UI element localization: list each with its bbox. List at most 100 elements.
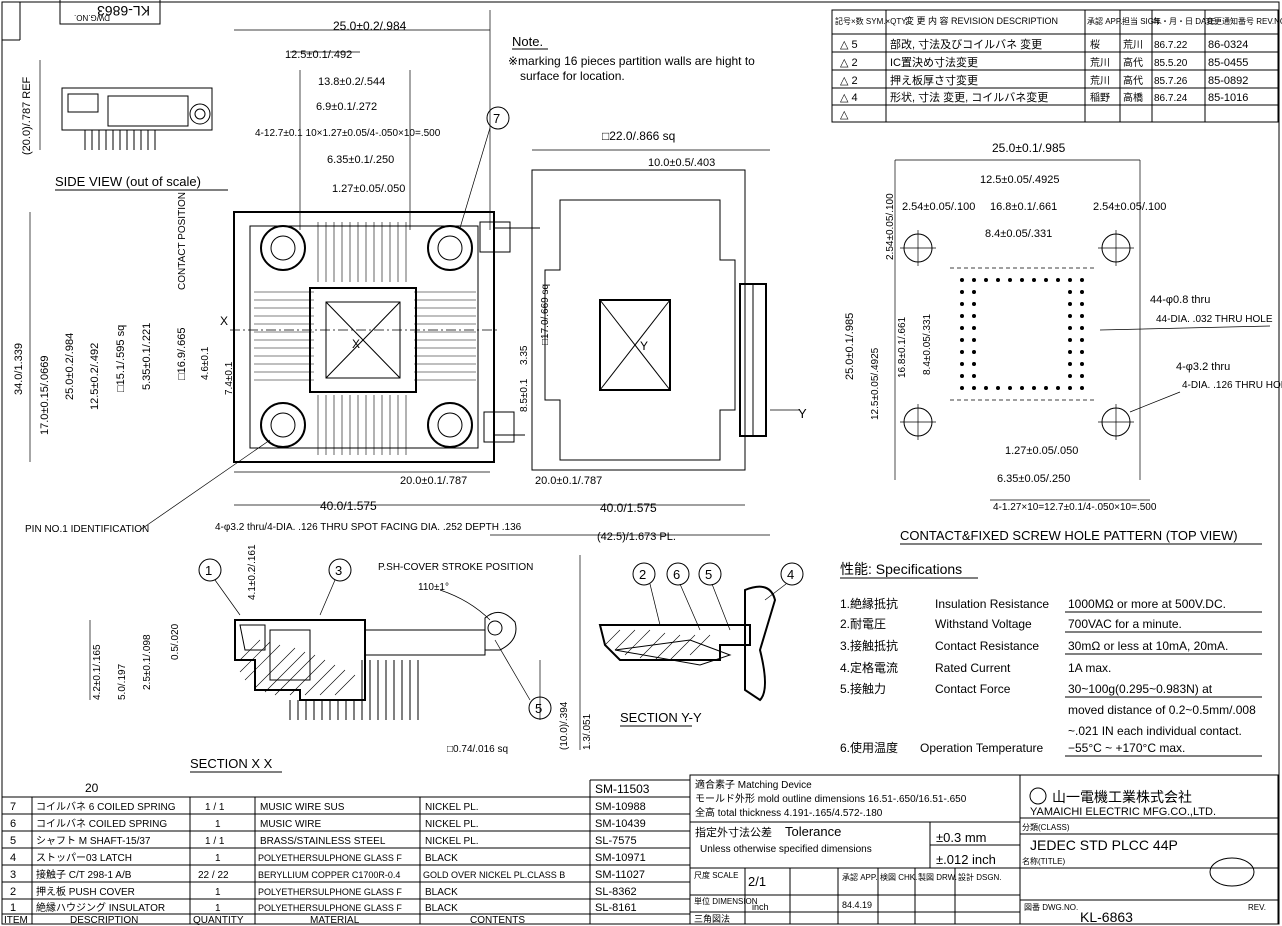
tb-dwgno: KL-6863 bbox=[1080, 909, 1133, 925]
tb-date: 84.4.19 bbox=[842, 900, 872, 910]
callout-7: 7 bbox=[459, 106, 510, 229]
tb-title-label: 名称(TITLE) bbox=[1022, 856, 1065, 866]
pat-d18: 4-1.27×10=12.7±0.1/4-.050×10=.500 bbox=[993, 502, 1157, 513]
dim-d2: 12.5±0.1/.492 bbox=[285, 49, 352, 61]
bom-mat: MUSIC WIRE bbox=[260, 819, 321, 830]
spec-val: moved distance of 0.2~0.5mm/.008 bbox=[1068, 703, 1256, 717]
tb-chk: 検図 CHK. bbox=[880, 872, 917, 882]
tb-company-jp: 山一電機工業株式会社 bbox=[1052, 789, 1192, 805]
bom-fin: NICKEL PL. bbox=[425, 819, 479, 830]
spec-en: Withstand Voltage bbox=[935, 617, 1032, 631]
pat-d10: 4-DIA. .126 THRU HOLE bbox=[1182, 380, 1282, 391]
pat-d1: 25.0±0.1/.985 bbox=[992, 141, 1066, 155]
tb-tol: Tolerance bbox=[785, 824, 841, 839]
rev-app: 桜 bbox=[1090, 38, 1100, 51]
bom-mat: MUSIC WIRE SUS bbox=[260, 802, 345, 813]
inspection-stamp bbox=[1209, 857, 1255, 887]
tb-tol-mm: ±0.3 mm bbox=[936, 830, 986, 845]
dim-d7: 1.27±0.05/.050 bbox=[332, 183, 405, 195]
bom-desc: 接触子 C/T 298-1 A/B bbox=[36, 868, 132, 881]
bom-no: 4 bbox=[10, 852, 16, 864]
dim-d6: 6.35±0.1/.250 bbox=[327, 154, 394, 166]
tb-app: 承認 APP. bbox=[842, 872, 877, 882]
sec-h1: 4.1±0.2/.161 bbox=[247, 544, 258, 600]
dim-d4: 6.9±0.1/.272 bbox=[316, 101, 377, 113]
bom-no: 3 bbox=[10, 869, 16, 881]
dim-d16: □16.9/.665 bbox=[176, 327, 188, 380]
dim-d10: 34.0/1.339 bbox=[13, 343, 25, 395]
spec-val: 1000MΩ or more at 500V.DC. bbox=[1068, 597, 1226, 611]
bom-table: 20 SM-11503 7 コイルバネ 6 COILED SPRING 1 / … bbox=[1, 779, 691, 926]
section-xx-title: SECTION X X bbox=[190, 756, 273, 771]
rev-sym: △ bbox=[840, 109, 849, 121]
bom-qty: 1 / 1 bbox=[205, 836, 225, 847]
spec-val: 1A max. bbox=[1068, 661, 1111, 675]
tb-unit: inch bbox=[752, 902, 769, 912]
dim-d3: 13.8±0.2/.544 bbox=[318, 76, 385, 88]
bom-part: SM-11027 bbox=[595, 869, 645, 881]
bom-part: SL-8362 bbox=[595, 886, 637, 898]
dim-d20: 8.5±0.1 bbox=[519, 378, 530, 412]
bom-no: 5 bbox=[10, 835, 16, 847]
bom-fin: GOLD OVER NICKEL PL.CLASS B bbox=[423, 870, 565, 880]
spec-val: 30mΩ or less at 10mA, 20mA. bbox=[1068, 639, 1228, 653]
spec-jp: 1.絶縁抵抗 bbox=[840, 596, 898, 611]
bom-fin: BLACK bbox=[425, 853, 458, 864]
dim-contact-position: CONTACT POSITION bbox=[177, 192, 188, 290]
pat-d11: 25.0±0.1/.985 bbox=[844, 313, 856, 380]
bom-no: 6 bbox=[10, 818, 16, 830]
bom-extra-part: SM-11503 bbox=[595, 782, 650, 796]
pat-d13: 16.8±0.1/.661 bbox=[897, 316, 908, 378]
center-x-label: X bbox=[352, 337, 360, 351]
callout-7-label: 7 bbox=[493, 111, 500, 126]
dim-d17: 4.6±0.1 bbox=[200, 346, 211, 380]
title-block: 適合素子 Matching Device モールド外形 mold outline… bbox=[689, 774, 1279, 925]
dim-d13: 12.5±0.2/.492 bbox=[89, 343, 101, 410]
sec-h2: 4.2±0.1/.165 bbox=[92, 644, 103, 700]
bom-desc: ストッパー03 LATCH bbox=[36, 852, 132, 864]
bom-desc: コイルバネ 6 COILED SPRING bbox=[36, 801, 176, 813]
note-line-2: surface for location. bbox=[520, 69, 625, 83]
spec-val: ~.021 IN each individual contact. bbox=[1068, 724, 1242, 738]
side-view: (20.0)/.787 REF SIDE VIEW (out of scale) bbox=[21, 60, 228, 191]
callout-6-label: 6 bbox=[673, 567, 680, 582]
bom-fin: NICKEL PL. bbox=[425, 802, 479, 813]
spec-en: Operation Temperature bbox=[920, 741, 1044, 755]
section-mark-x: X bbox=[220, 314, 228, 328]
specifications: 性能: Specifications 1.絶縁抵抗 Insulation Res… bbox=[840, 561, 1262, 757]
rev-h-sym: 記号×数 SYM.×QTY. bbox=[835, 16, 908, 26]
spec-en: Contact Force bbox=[935, 682, 1011, 696]
dim-d26: (42.5)/1.673 PL. bbox=[597, 531, 676, 543]
bom-qty: 1 bbox=[215, 903, 221, 914]
dim-d22: 20.0±0.1/.787 bbox=[400, 475, 467, 487]
section-yy-title: SECTION Y-Y bbox=[620, 710, 702, 725]
dim-d19: 3.35 bbox=[519, 345, 530, 365]
callout-5b-label: 5 bbox=[705, 567, 712, 582]
bom-mat: POLYETHERSULPHONE GLASS F bbox=[258, 903, 402, 913]
bom-mat: POLYETHERSULPHONE GLASS F bbox=[258, 853, 402, 863]
company-logo-icon bbox=[1029, 787, 1047, 805]
bom-qty: 1 bbox=[215, 819, 221, 830]
bom-qty: 1 / 1 bbox=[205, 802, 225, 813]
tb-mold: モールド外形 mold outline dimensions 16.51-.65… bbox=[695, 793, 967, 805]
bom-h-desc: DESCRIPTION bbox=[70, 915, 138, 926]
bom-part: SL-8161 bbox=[595, 902, 637, 914]
callout-4-label: 4 bbox=[787, 567, 794, 582]
rev-desc: 押え板厚さ寸変更 bbox=[890, 73, 978, 87]
rev-desc: 部改, 寸法及びコイルバネ 変更 bbox=[890, 37, 1042, 51]
dim-d9: 10.0±0.5/.403 bbox=[648, 157, 715, 169]
tb-scale: 2/1 bbox=[748, 874, 766, 889]
pat-d3: 2.54±0.05/.100 bbox=[902, 201, 975, 213]
tb-tol2: Unless otherwise specified dimensions bbox=[700, 844, 872, 855]
dim-d24: 40.0/1.575 bbox=[320, 499, 377, 513]
bom-fin: BLACK bbox=[425, 887, 458, 898]
rev-app: 荒川 bbox=[1090, 75, 1110, 87]
rev-h-no: 変更通知番号 REV.NOTICE NO. bbox=[1206, 16, 1282, 26]
spec-jp: 6.使用温度 bbox=[840, 740, 898, 755]
spec-val: −55°C ~ +170°C max. bbox=[1068, 741, 1185, 755]
rev-desc: 形状, 寸法 変更, コイルバネ変更 bbox=[890, 90, 1048, 104]
rev-no: 86-0324 bbox=[1208, 39, 1248, 51]
callout-1-label: 1 bbox=[205, 563, 212, 578]
sec-h3: 5.0/.197 bbox=[117, 663, 128, 700]
section-yy: 2 6 5 4 SECTION Y-Y bbox=[598, 562, 804, 727]
